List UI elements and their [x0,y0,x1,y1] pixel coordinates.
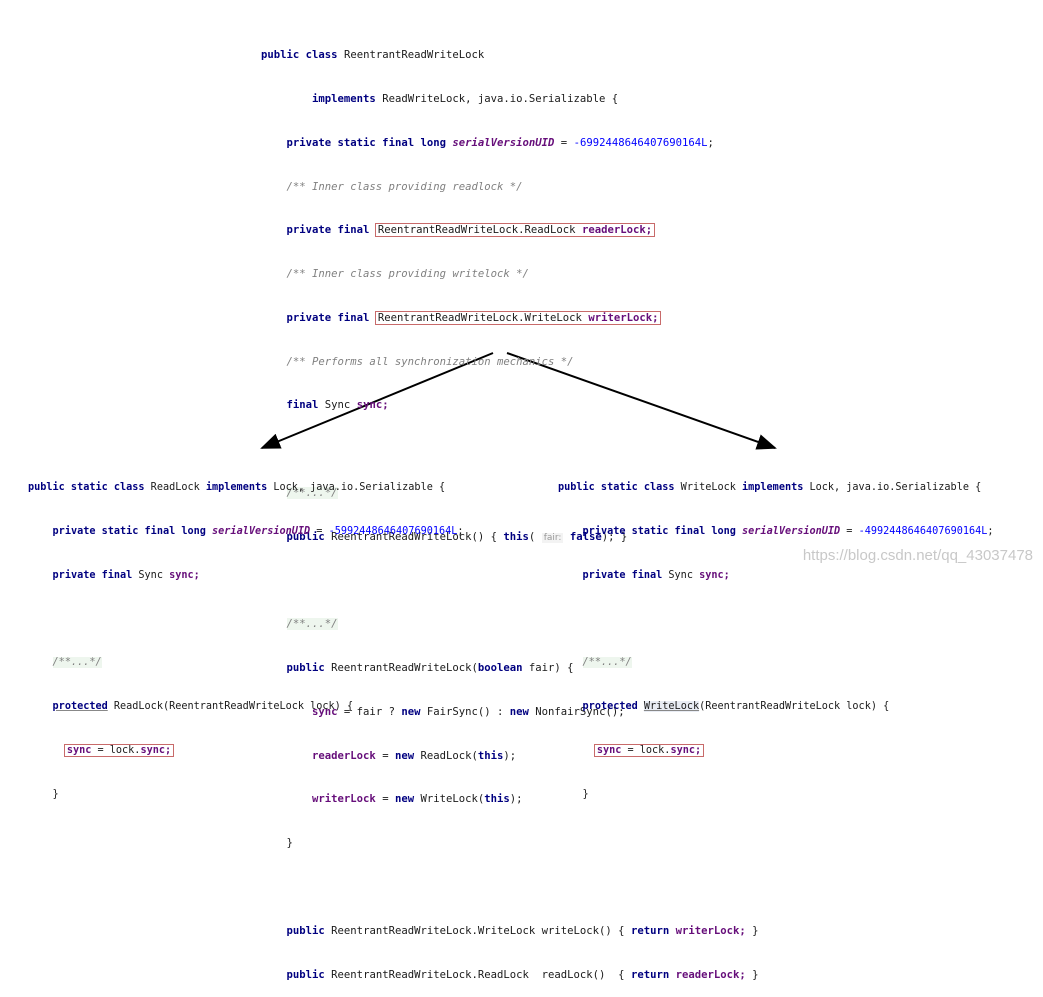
writelock-method: public ReentrantReadWriteLock.WriteLock … [286,924,759,937]
writer-lock-field: private final ReentrantReadWriteLock.Wri… [286,310,662,325]
code-line: private static final long serialVersionU… [286,136,714,149]
watermark: https://blog.csdn.net/qq_43037478 [802,547,1033,564]
readlock-method: public ReentrantReadWriteLock.ReadLock r… [286,968,759,981]
highlight-box-sync-read: sync = lock.sync; [63,743,175,757]
reader-lock-field: private final ReentrantReadWriteLock.Rea… [286,223,656,238]
highlight-box-sync-write: sync = lock.sync; [593,743,705,757]
highlight-box-writerlock: ReentrantReadWriteLock.WriteLock writerL… [374,310,662,325]
code-line: public class ReentrantReadWriteLock [261,49,485,62]
code-line: /**...*/ [582,657,632,669]
comment: /** Performs all synchronization mechani… [286,355,574,368]
code-line: public static class WriteLock implements… [558,482,982,494]
code-line: private static final long serialVersionU… [582,525,994,537]
comment: /** Inner class providing writelock */ [286,268,529,281]
code-line: private final Sync sync; [582,569,730,581]
code-line: public static class ReadLock implements … [28,482,446,494]
code-line: /**...*/ [286,487,338,499]
code-line: final Sync sync; [286,399,389,412]
default-constructor: public ReentrantReadWriteLock() { this( … [286,530,628,543]
code-line: sync = lock.sync; [28,743,464,759]
code-line: implements ReadWriteLock, java.io.Serial… [312,92,619,105]
code-line: } [582,788,589,800]
comment: /** Inner class providing readlock */ [286,180,523,193]
arrow-to-readlock [260,352,494,449]
highlight-box-readerlock: ReentrantReadWriteLock.ReadLock readerLo… [374,223,656,238]
code-line: } [286,837,293,850]
code-line: private final Sync sync; [52,569,200,581]
arrow-to-writelock [506,352,777,450]
readlock-constructor: protected ReadLock(ReentrantReadWriteLoc… [52,701,354,713]
code-line: sync = lock.sync; [558,743,994,759]
code-line: private static final long serialVersionU… [52,525,464,537]
code-line: /**...*/ [52,657,102,669]
arrows-diagram [260,352,777,450]
readlock-class-code: public static class ReadLock implements … [28,452,464,817]
writelock-constructor: protected WriteLock(ReentrantReadWriteLo… [582,701,890,713]
code-line: } [52,788,59,800]
writelock-class-code: public static class WriteLock implements… [558,452,994,817]
